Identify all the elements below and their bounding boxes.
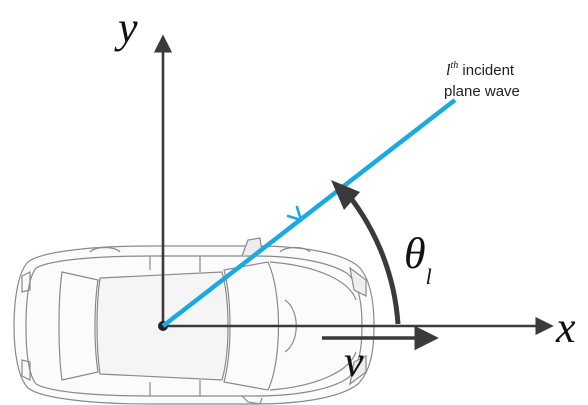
car-illustration (13, 237, 375, 405)
wave-label-line1: incident (458, 62, 515, 79)
angle-subscript: l (426, 264, 432, 289)
car-headlight-bottom (349, 355, 367, 386)
car-body-inner (25, 255, 363, 397)
angle-arc-arrowhead (331, 180, 360, 210)
wave-direction-arrow (286, 205, 303, 222)
car-door-lines (149, 256, 201, 396)
wave-label-sup: th (450, 60, 458, 71)
car-rear-window (58, 271, 99, 381)
car-windshield (223, 261, 280, 391)
x-axis-label: x (555, 303, 576, 352)
wave-label: lth incident (446, 60, 515, 79)
car-wheel-top-front (279, 246, 311, 253)
angle-theta: θ (404, 229, 426, 278)
wave-label-l: l (446, 62, 451, 79)
car-hood (269, 261, 357, 391)
car-wheel-top-rear (89, 246, 121, 253)
y-axis-label: y (114, 3, 138, 52)
car-taillight-bottom (21, 359, 31, 381)
velocity-label: v (344, 337, 364, 386)
car-headlight-top (349, 266, 367, 297)
car-taillight-top (21, 271, 31, 293)
car-mirror-bottom (241, 395, 263, 405)
wave-label-line2: plane wave (444, 83, 520, 100)
angle-symbol: θl (404, 229, 432, 289)
incident-wave-line (161, 98, 457, 328)
